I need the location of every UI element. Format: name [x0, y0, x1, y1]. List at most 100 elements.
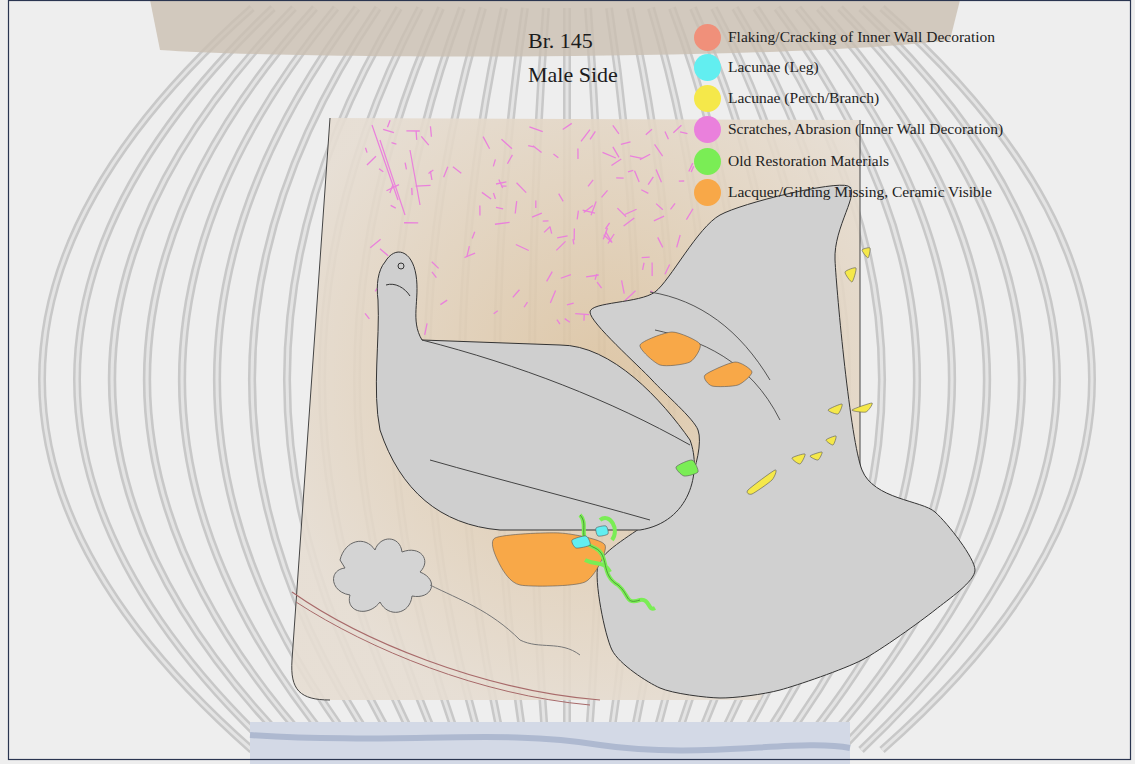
scratch: [565, 319, 570, 323]
scratch: [416, 185, 431, 187]
scratch: [479, 205, 480, 215]
scratch: [556, 241, 565, 250]
scratch: [482, 192, 491, 199]
scratch: [528, 146, 534, 147]
scratch: [432, 262, 439, 269]
scratch: [677, 235, 680, 247]
scratch: [577, 211, 578, 220]
scratch: [595, 274, 597, 280]
scratch: [494, 311, 498, 314]
scratch: [383, 129, 394, 132]
scratch: [535, 201, 536, 208]
legend-swatch: [694, 116, 721, 143]
scratch: [567, 303, 574, 305]
scratch: [453, 167, 461, 173]
scratch: [391, 143, 396, 144]
scratch: [387, 120, 390, 127]
legend-label: Flaking/Cracking of Inner Wall Decoratio…: [728, 28, 995, 46]
leg-lacuna: [596, 526, 609, 536]
scratch: [421, 136, 429, 145]
old-restoration: [580, 515, 655, 609]
scratch: [365, 313, 369, 319]
scratch: [380, 140, 405, 215]
figures: [376, 185, 975, 698]
scratch: [432, 272, 436, 278]
scratch: [557, 236, 567, 238]
scratch: [646, 129, 652, 134]
scratch: [611, 159, 621, 166]
scratch: [495, 222, 510, 224]
legend-swatch: [694, 85, 721, 112]
scratch: [472, 232, 475, 239]
scratch: [501, 185, 506, 186]
scratch: [602, 190, 608, 197]
scratch: [440, 300, 447, 305]
scratch: [559, 194, 564, 202]
scratch: [425, 323, 427, 335]
scratch: [483, 137, 490, 149]
scratch: [605, 223, 609, 229]
scratch: [405, 163, 406, 170]
scratch: [654, 216, 664, 221]
scratch: [365, 148, 367, 153]
cage-bar: [882, 8, 1092, 750]
scratch: [411, 188, 413, 195]
scratch: [557, 320, 560, 324]
scratch: [533, 146, 542, 153]
cage-bars: [42, 8, 1092, 750]
scratch: [563, 123, 572, 129]
old-restoration-edge: [580, 515, 640, 601]
wing-line: [422, 340, 690, 520]
scratch: [616, 177, 623, 179]
scratch: [621, 142, 631, 145]
cage-bar: [77, 8, 273, 750]
scratch: [550, 290, 555, 302]
scratch: [493, 193, 495, 199]
scratch: [648, 177, 653, 185]
scratch: [444, 167, 448, 178]
scratch: [524, 302, 527, 307]
scratch: [641, 190, 648, 194]
scratch: [577, 148, 578, 159]
cage-bar: [77, 8, 273, 750]
scratch: [584, 205, 593, 212]
base-line: [296, 602, 590, 705]
scratch: [665, 132, 668, 140]
scratch: [642, 256, 650, 258]
scratch: [689, 163, 693, 171]
scratch: [640, 154, 650, 159]
scratch: [517, 183, 527, 193]
scratch: [410, 150, 420, 205]
scratch: [372, 125, 398, 200]
scratch: [499, 180, 503, 188]
legend-label: Scratches, Abrasion (Inner Wall Decorati…: [728, 120, 1003, 138]
scratch: [603, 228, 607, 239]
scratch: [583, 314, 585, 321]
perch-lacuna: [747, 470, 776, 494]
legend-item: Flaking/Cracking of Inner Wall Decoratio…: [694, 23, 995, 51]
legend-label: Lacunae (Perch/Branch): [728, 89, 879, 107]
scratch: [544, 226, 550, 232]
legend-item: Lacunae (Leg): [694, 53, 819, 81]
scratch: [532, 213, 542, 217]
scratch: [651, 262, 652, 276]
legend-item: Old Restoration Materials: [694, 147, 889, 175]
scratch: [680, 132, 687, 134]
scratch: [515, 201, 516, 213]
scratch: [391, 205, 396, 208]
scratch: [529, 127, 542, 132]
scratch: [379, 169, 383, 172]
scratch: [658, 237, 663, 247]
scratch: [613, 147, 619, 157]
scratch: [430, 171, 432, 180]
legend-swatch: [694, 148, 721, 175]
scratch: [430, 126, 431, 137]
scratch: [617, 208, 626, 217]
scratch: [464, 253, 475, 257]
perch-lacuna: [852, 403, 872, 412]
scratch: [630, 156, 642, 159]
gilding-loss: [704, 362, 752, 387]
porcelain-base: [250, 722, 850, 764]
